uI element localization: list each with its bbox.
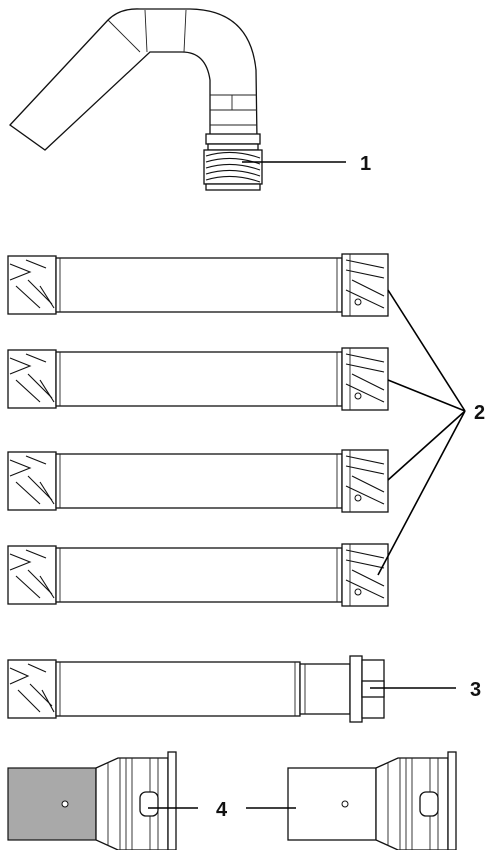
extension-tube	[7, 449, 389, 513]
end-tube	[7, 655, 385, 723]
adapter-right	[287, 751, 457, 850]
extension-tube	[7, 347, 389, 411]
adapter-left	[7, 751, 177, 850]
leader-2-group	[377, 289, 466, 576]
extension-tube	[7, 543, 389, 607]
callout-3: 3	[470, 679, 481, 701]
bent-pipe	[9, 8, 263, 191]
callout-2: 2	[474, 402, 485, 424]
callout-4: 4	[216, 799, 228, 821]
extension-tube-group	[7, 253, 389, 607]
callout-1: 1	[360, 153, 371, 175]
extension-tube	[7, 253, 389, 317]
